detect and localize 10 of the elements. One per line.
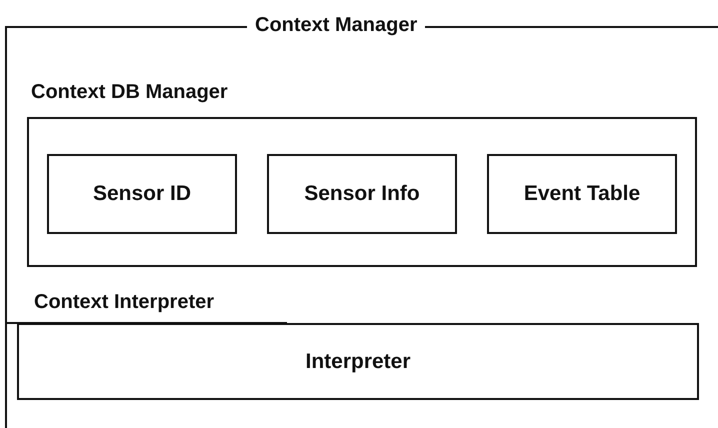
process-box: [487, 154, 677, 234]
group-heading: Context DB Manager: [31, 81, 228, 104]
box-label: Event Table: [524, 182, 640, 206]
box-label: Sensor ID: [92, 182, 192, 206]
box-label: Interpreter: [305, 350, 411, 374]
box-label: Sensor Info: [304, 182, 420, 206]
group-heading: Context Interpreter: [34, 291, 214, 314]
process-box: [267, 154, 457, 234]
frame-title: Context Manager: [247, 14, 426, 37]
process-box: [47, 154, 237, 234]
